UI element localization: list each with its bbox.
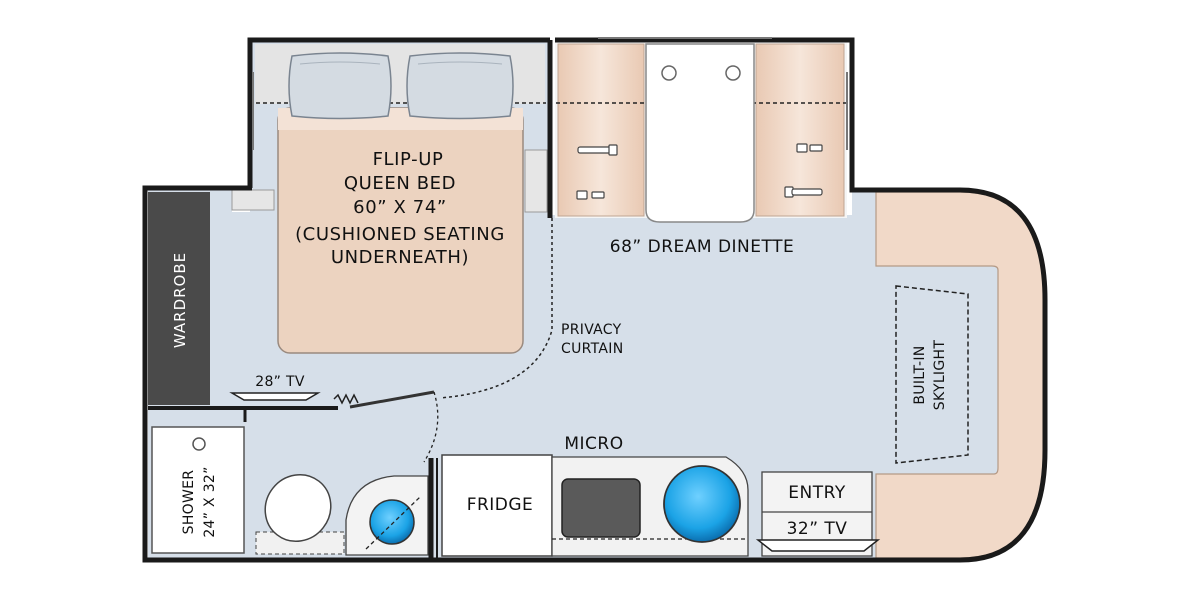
privacy-curtain xyxy=(439,218,553,399)
entry-label: ENTRY xyxy=(788,483,846,503)
cooktop xyxy=(561,478,641,538)
shower-label-line2: 24” X 32” xyxy=(202,466,218,537)
fridge xyxy=(441,454,553,557)
bed-side-shelf-right xyxy=(524,149,548,213)
bedroom-tv-label: 28” TV xyxy=(255,374,305,390)
dinette-table xyxy=(645,43,755,223)
windows xyxy=(252,37,848,150)
exterior-walls xyxy=(142,37,1048,563)
wardrobe-label: WARDROBE xyxy=(171,252,189,348)
kitchen-sink-icon xyxy=(663,465,741,543)
pillow-left xyxy=(288,52,392,120)
bed-label-line5: UNDERNEATH) xyxy=(331,247,469,268)
skylight-label-line2: SKYLIGHT xyxy=(932,340,948,411)
bath-door-swing xyxy=(423,391,439,463)
bath-door xyxy=(349,390,435,409)
micro-label: MICRO xyxy=(564,434,623,454)
shower-drain-icon xyxy=(192,437,206,451)
wardrobe xyxy=(148,192,210,405)
seatbelt-icon xyxy=(576,143,823,200)
dinette-bench-left xyxy=(557,43,645,217)
privacy-label-line1: PRIVACY xyxy=(561,322,622,338)
toilet-icon xyxy=(264,473,332,543)
cup-holder-icon xyxy=(661,65,677,81)
dinette-bench-right xyxy=(755,43,845,217)
skylight xyxy=(895,285,969,464)
dinette-label: 68” DREAM DINETTE xyxy=(610,237,794,257)
bed-label-line4: (CUSHIONED SEATING xyxy=(295,224,505,245)
sink-dashed-line xyxy=(365,496,421,550)
bedroom-tv-icon xyxy=(229,392,321,401)
entry-tv-icon xyxy=(755,539,881,552)
bathroom-sink-icon xyxy=(369,499,415,545)
bed-label-line3: 60” X 74” xyxy=(353,197,447,218)
cup-holder-icon xyxy=(725,65,741,81)
shower-label-line1: SHOWER xyxy=(181,470,197,535)
bed-side-shelf xyxy=(231,189,275,211)
privacy-label-line2: CURTAIN xyxy=(561,341,623,357)
bed-label-line1: FLIP-UP xyxy=(373,149,444,170)
bed-label-line2: QUEEN BED xyxy=(344,173,456,194)
interior-walls xyxy=(148,406,438,558)
fridge-label: FRIDGE xyxy=(467,495,534,515)
skylight-label-line1: BUILT-IN xyxy=(912,345,928,404)
pillow-right xyxy=(406,52,514,120)
accordion-door xyxy=(333,393,359,405)
entry-tv-label: 32” TV xyxy=(787,519,848,539)
